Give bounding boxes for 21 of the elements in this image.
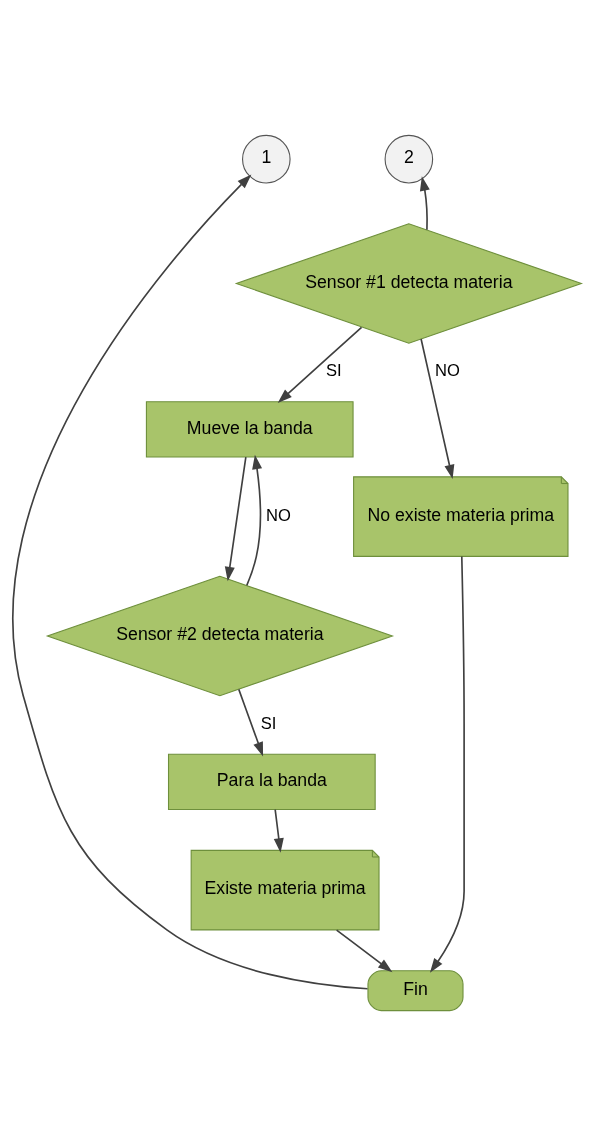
node-circle: 1 — [242, 134, 291, 183]
edge-label: NO — [266, 505, 291, 525]
node-circle: 2 — [384, 134, 434, 183]
arrow — [419, 175, 430, 231]
arrow — [246, 454, 263, 586]
node-box: Mueve la banda — [145, 400, 354, 458]
node-box: Para la banda — [167, 753, 376, 810]
arrow — [335, 928, 393, 972]
edge-label: SI — [325, 360, 342, 380]
arrow — [12, 173, 369, 990]
node-diamond: Sensor #1 detecta materia — [234, 222, 584, 344]
arrow — [277, 325, 363, 403]
edge-label: SI — [260, 713, 277, 733]
node-diamond: Sensor #2 detecta materia — [45, 575, 395, 696]
edge-label: NO — [435, 360, 460, 380]
arrow — [420, 337, 455, 479]
arrow — [273, 808, 284, 853]
arrow — [237, 688, 264, 756]
arrow — [429, 555, 465, 973]
node-box: Fin — [367, 969, 464, 1011]
arrow — [224, 455, 247, 581]
